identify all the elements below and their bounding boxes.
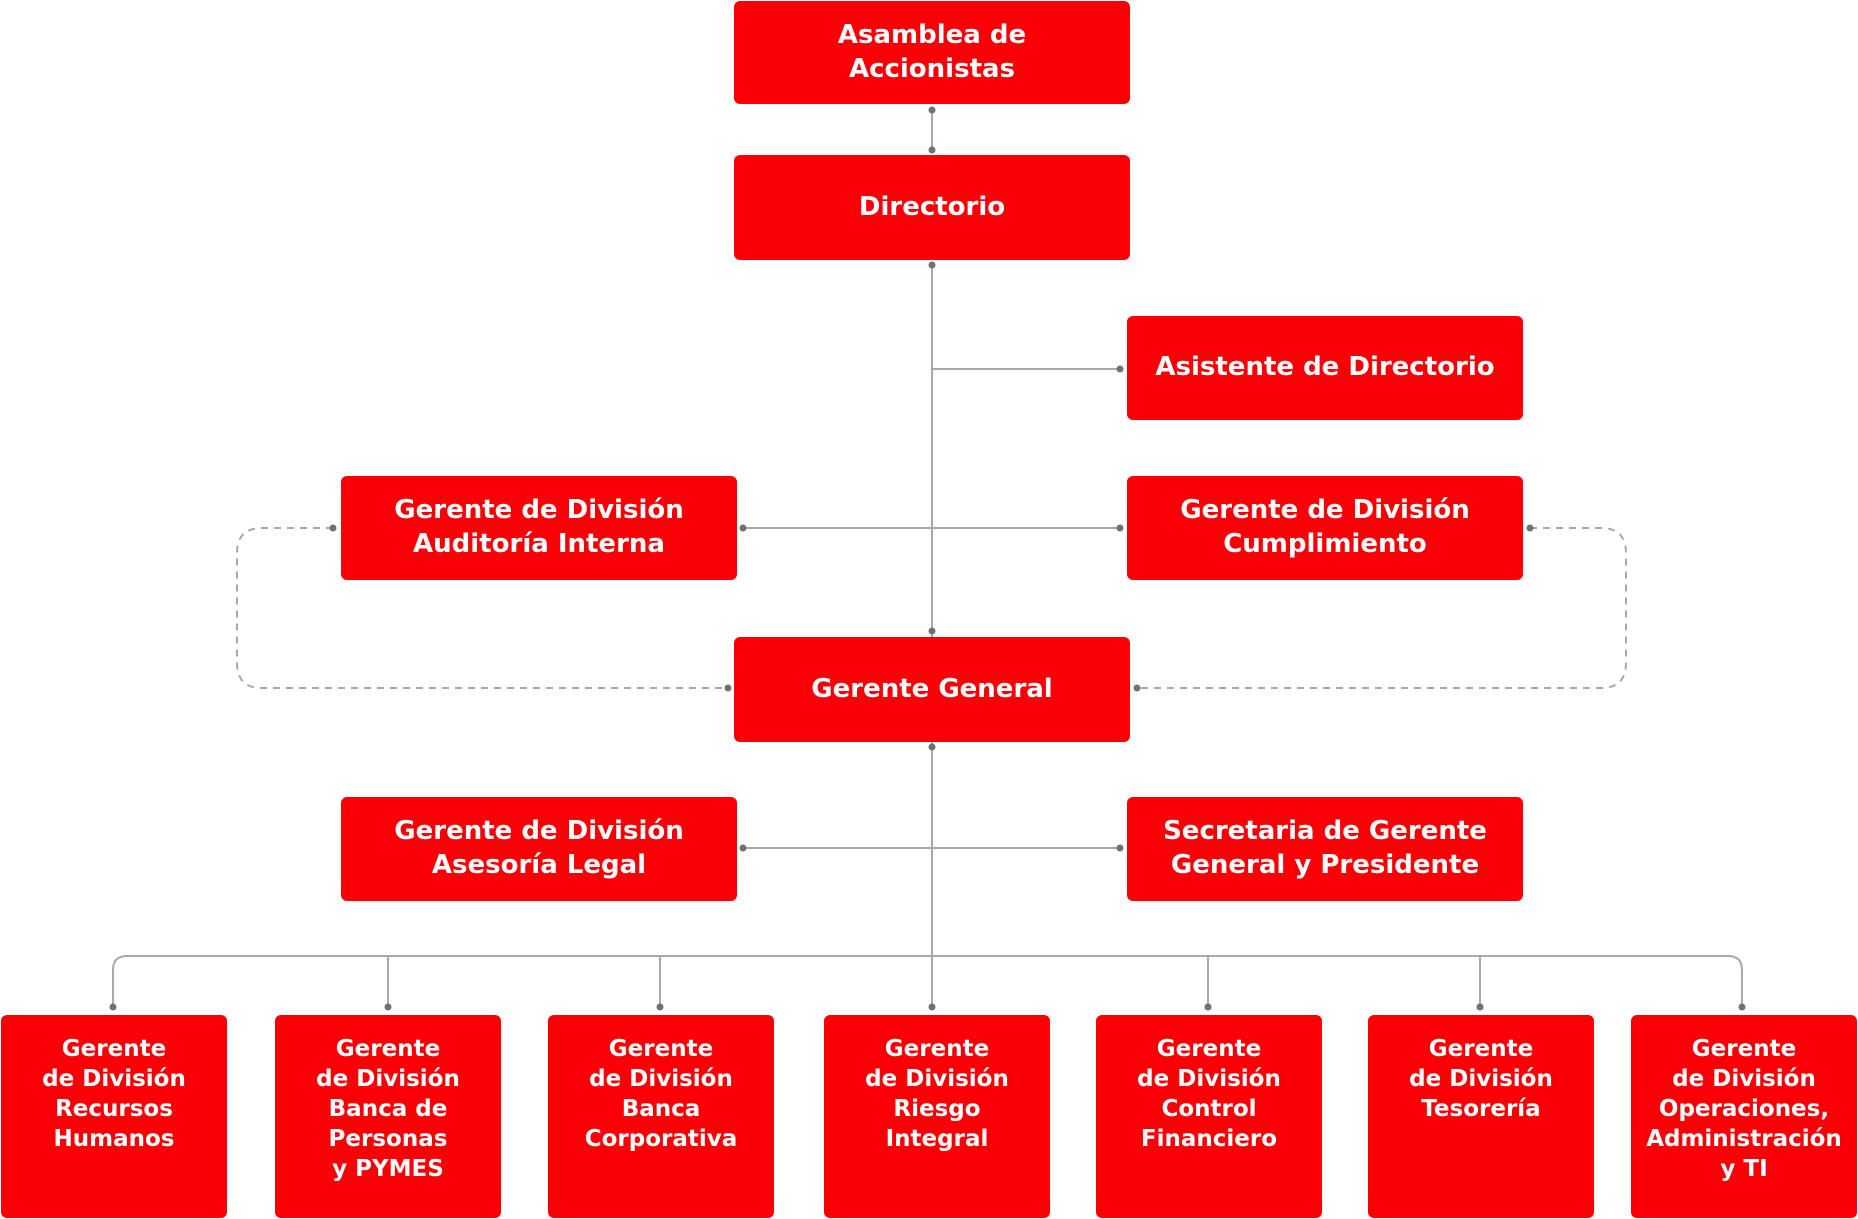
- node-secretaria-gerente-general: Secretaria de Gerente General y Presiden…: [1127, 797, 1523, 901]
- node-tesoreria: Gerente de División Tesorería: [1368, 1015, 1594, 1218]
- node-operaciones-administracion-ti: Gerente de División Operaciones, Adminis…: [1631, 1015, 1857, 1218]
- connector-dot: [724, 684, 732, 692]
- connector-dot: [1116, 844, 1124, 852]
- node-recursos-humanos: Gerente de División Recursos Humanos: [1, 1015, 227, 1218]
- node-control-financiero: Gerente de División Control Financiero: [1096, 1015, 1322, 1218]
- connector-dot: [384, 1003, 392, 1011]
- node-riesgo-integral: Gerente de División Riesgo Integral: [824, 1015, 1050, 1218]
- connector-dot: [1204, 1003, 1212, 1011]
- node-asamblea-de-accionistas: Asamblea de Accionistas: [734, 1, 1130, 104]
- dashed-connectors: [236, 527, 1627, 689]
- connector-dot: [928, 627, 936, 635]
- node-directorio: Directorio: [734, 155, 1130, 260]
- connector-dot: [928, 261, 936, 269]
- node-asesoria-legal: Gerente de División Asesoría Legal: [341, 797, 737, 901]
- line-bottom-bus: [112, 955, 1743, 1005]
- dashed-cumplimiento-general: [1137, 527, 1627, 689]
- connector-dot: [928, 743, 936, 751]
- solid-connectors: [112, 110, 1743, 1010]
- connector-dot: [739, 844, 747, 852]
- connector-dot: [1133, 684, 1141, 692]
- connector-dot: [739, 524, 747, 532]
- connector-dot: [1476, 1003, 1484, 1011]
- connector-dot: [656, 1003, 664, 1011]
- node-banca-de-personas-pymes: Gerente de División Banca de Personas y …: [275, 1015, 501, 1218]
- dashed-auditoria-general: [236, 527, 728, 689]
- connector-dot: [928, 106, 936, 114]
- connector-dot: [1116, 365, 1124, 373]
- node-auditoria-interna: Gerente de División Auditoría Interna: [341, 476, 737, 580]
- node-asistente-de-directorio: Asistente de Directorio: [1127, 316, 1523, 420]
- node-banca-corporativa: Gerente de División Banca Corporativa: [548, 1015, 774, 1218]
- node-gerente-general: Gerente General: [734, 637, 1130, 742]
- connector-dot: [1738, 1003, 1746, 1011]
- connector-dot: [1116, 524, 1124, 532]
- connector-dot: [928, 1003, 936, 1011]
- connector-dot: [109, 1003, 117, 1011]
- connector-dot: [329, 524, 337, 532]
- connector-dot: [928, 146, 936, 154]
- connector-dots: [109, 106, 1746, 1011]
- node-cumplimiento: Gerente de División Cumplimiento: [1127, 476, 1523, 580]
- connector-dot: [1526, 524, 1534, 532]
